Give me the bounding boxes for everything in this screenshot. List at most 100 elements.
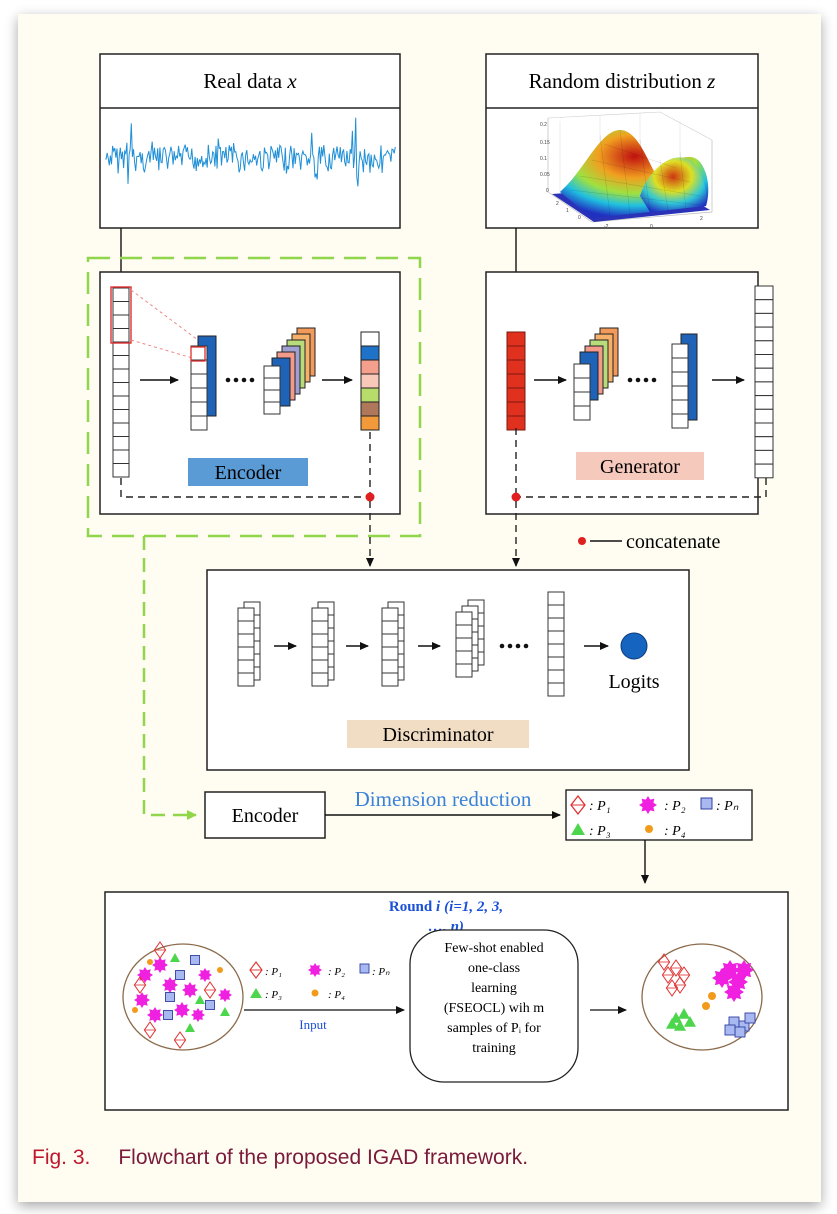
discriminator-layer-stack	[455, 599, 485, 678]
sample-burst	[218, 988, 232, 1002]
sample-burst	[198, 968, 212, 982]
sample-dot	[132, 1007, 138, 1013]
star-burst-icon	[639, 796, 657, 814]
figure-number: Fig. 3.	[32, 1146, 91, 1169]
discriminator-ellipsis	[499, 643, 529, 649]
dimension-reduction-label: Dimension reduction	[355, 787, 532, 811]
dot-icon	[645, 825, 653, 833]
cluster-burst	[734, 960, 754, 980]
cluster-dot	[702, 1002, 710, 1010]
svg-text:0.05: 0.05	[540, 172, 550, 178]
sample-square	[205, 1000, 215, 1010]
generator-ellipsis	[627, 377, 657, 383]
cluster-burst	[720, 960, 740, 980]
diamond-icon	[570, 794, 586, 816]
round-title: Round i(i=1, 2, 3,	[389, 899, 503, 915]
generator-latent-column	[506, 331, 526, 431]
discriminator-label-bg	[347, 720, 529, 748]
sample-square	[165, 992, 175, 1002]
class-legend-box: : P₁ : P₂ : Pₙ : P₃ : P₄	[565, 789, 753, 841]
encoder-dashed-region	[86, 256, 422, 538]
star-burst-icon	[308, 963, 322, 977]
svg-text:0.1: 0.1	[540, 156, 547, 162]
svg-text:: P₁: : P₁	[265, 966, 282, 978]
svg-text:2: 2	[700, 216, 703, 222]
discriminator-layer-stack	[547, 591, 565, 697]
svg-text:-2: -2	[604, 224, 609, 230]
sample-burst	[191, 1008, 205, 1022]
cluster-square	[734, 1026, 746, 1038]
svg-text:: Pₙ: : Pₙ	[372, 966, 390, 978]
sample-diamond	[133, 976, 147, 994]
sample-dot	[147, 959, 153, 965]
svg-text:2: 2	[556, 201, 559, 207]
random-distribution-box: Random distribution z	[485, 53, 759, 230]
star-burst-icon	[639, 796, 657, 814]
cluster-square	[744, 1012, 756, 1024]
fseocl-line-3: learning	[471, 981, 517, 996]
cluster-triangle	[666, 1018, 678, 1029]
svg-text:0: 0	[578, 215, 581, 221]
sample-triangle	[185, 1023, 195, 1032]
fseocl-line-6: training	[472, 1041, 516, 1056]
sample-diamond	[153, 941, 167, 959]
sample-burst	[134, 992, 150, 1008]
svg-text:: Pₙ: : Pₙ	[716, 799, 739, 814]
encoder-output-embedding	[360, 331, 380, 431]
svg-text:: P₄: : P₄	[664, 824, 686, 839]
generator-concat-dot	[511, 492, 521, 502]
sample-diamond	[173, 1031, 187, 1049]
encoder-label: Encoder	[215, 462, 282, 484]
generator-output-column	[754, 285, 774, 479]
sample-dot	[217, 967, 223, 973]
sample-diamond	[143, 1021, 157, 1039]
svg-text:: P₃: : P₃	[589, 824, 611, 839]
svg-text:0: 0	[650, 224, 653, 230]
generator-feature-stack-2	[671, 333, 698, 429]
sample-square	[163, 1010, 173, 1020]
logits-label: Logits	[608, 671, 659, 693]
sample-burst	[152, 957, 168, 973]
svg-text:1: 1	[566, 208, 569, 214]
discriminator-layer-stack	[381, 601, 405, 687]
cluster-square	[724, 1024, 736, 1036]
sample-burst	[137, 967, 153, 983]
svg-text:0.2: 0.2	[540, 122, 547, 128]
sample-burst	[182, 982, 198, 998]
sample-square	[190, 955, 200, 965]
discriminator-box: Logits Discriminator	[206, 569, 690, 771]
fseocl-line-4: (FSEOCL) wih m	[444, 1001, 544, 1016]
svg-text:: P₂: : P₂	[664, 799, 686, 814]
real-data-title: Real data x	[203, 69, 297, 93]
triangle-icon	[571, 823, 585, 835]
encoder-box: Encoder	[99, 271, 401, 515]
sample-burst	[162, 977, 178, 993]
sample-burst	[147, 1007, 163, 1023]
round-legend: : P₁ : P₂ : Pₙ : P₃ : P₄	[249, 961, 390, 1001]
generator-label: Generator	[600, 456, 680, 478]
encoder-concat-dot	[365, 492, 375, 502]
svg-text:concatenate: concatenate	[626, 531, 720, 553]
cluster-dot	[708, 992, 716, 1000]
svg-text:: P₃: : P₃	[265, 989, 282, 1001]
sample-triangle	[220, 1007, 230, 1016]
input-label: Input	[299, 1017, 327, 1032]
fseocl-box	[409, 929, 579, 1083]
generator-feature-stack-1	[573, 327, 619, 421]
svg-text:0: 0	[546, 188, 549, 194]
figure-caption: Fig. 3.Flowchart of the proposed IGAD fr…	[32, 1146, 528, 1170]
svg-text:0.15: 0.15	[540, 140, 550, 146]
encoder-label-bg	[188, 458, 308, 486]
cluster-triangle	[684, 1016, 696, 1027]
encoder-reduction-box: Encoder	[204, 791, 326, 839]
fseocl-line-1: Few-shot enabled	[444, 941, 543, 956]
reuse-encoder-path	[142, 536, 197, 820]
svg-text:Encoder: Encoder	[232, 805, 299, 827]
cluster-triangle	[674, 1020, 686, 1031]
mixed-samples-ellipse	[122, 943, 244, 1051]
round-box: Round i(i=1, 2, 3, …, n) : P₁ : P₂ : Pₙ …	[104, 891, 789, 1111]
discriminator-label: Discriminator	[382, 724, 493, 746]
cluster-triangle	[678, 1008, 690, 1019]
square-icon	[700, 797, 713, 810]
